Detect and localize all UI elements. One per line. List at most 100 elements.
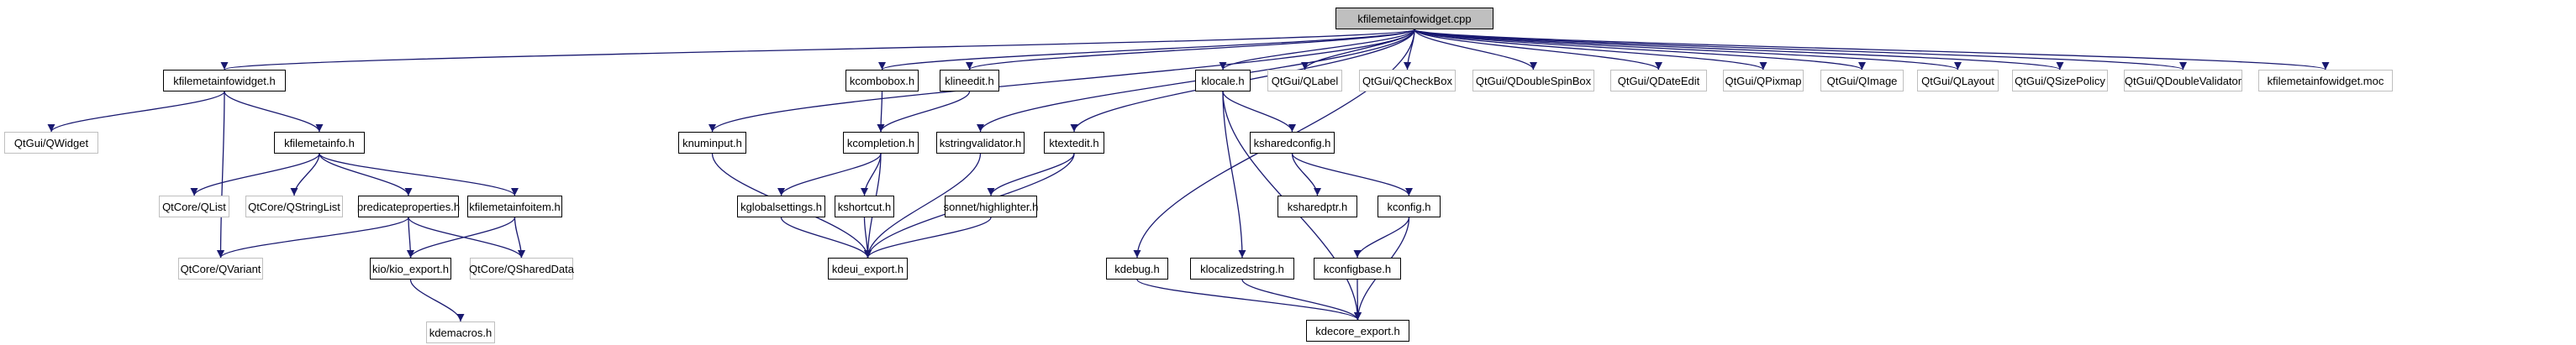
node-label: ksharedptr.h [1287, 200, 1348, 213]
node-qtgui-qlayout: QtGui/QLayout [1917, 70, 1999, 91]
node-label: kcombobox.h [849, 74, 915, 87]
edge-kfilemetainfowidget_h-to-qwidget [47, 91, 225, 133]
node-label: kshortcut.h [837, 200, 892, 213]
edge-kstringvalidator_h-to-kdeui_export_h [863, 153, 982, 259]
node-qtgui-qimage: QtGui/QImage [1820, 70, 1904, 91]
edge-root-to-kcombobox_h [878, 29, 1415, 71]
edge-root-to-moc [1414, 29, 2329, 71]
node-ktextedit-h[interactable]: ktextedit.h [1044, 132, 1104, 154]
node-label: QtCore/QList [162, 200, 226, 213]
node-klineedit-h[interactable]: klineedit.h [940, 70, 999, 91]
node-label: QtCore/QStringList [248, 200, 340, 213]
edge-kfilemetainfo_h-to-predicateproperties_h [319, 153, 413, 196]
edge-kfilemetainfowidget_h-to-qvariant [216, 91, 225, 259]
node-label: kfilemetainfo.h [284, 136, 355, 149]
node-label: kio/kio_export.h [371, 262, 450, 275]
node-ksharedconfig-h[interactable]: ksharedconfig.h [1250, 132, 1335, 154]
node-kshortcut-h[interactable]: kshortcut.h [835, 196, 894, 217]
node-qtcore-qlist: QtCore/QList [159, 196, 229, 217]
node-kcompletion-h[interactable]: kcompletion.h [843, 132, 919, 154]
node-label: QtGui/QLayout [1921, 74, 1994, 87]
node-label: sonnet/highlighter.h [943, 200, 1039, 213]
node-label: klineedit.h [945, 74, 994, 87]
node-label: kconfigbase.h [1323, 262, 1392, 275]
node-kdemacros-h: kdemacros.h [426, 321, 495, 343]
edge-root-to-knuminput_h [709, 29, 1415, 133]
edge-kfilemetainfo_h-to-kfilemetainfoitem_h [319, 153, 519, 196]
node-kfilemetainfoitem-h[interactable]: kfilemetainfoitem.h [467, 196, 562, 217]
edge-kfilemetainfo_h-to-qstringlist [290, 153, 320, 196]
node-ksharedptr-h[interactable]: ksharedptr.h [1277, 196, 1357, 217]
edge-kfilemetainfoitem_h-to-kio_export_h [407, 217, 516, 259]
edge-klocalizedstring_h-to-kdecore_export_h [1241, 279, 1362, 321]
edge-root-to-klocale_h [1219, 29, 1415, 71]
node-qtgui-qsizepolicy: QtGui/QSizePolicy [2012, 70, 2108, 91]
node-kfilemetainfowidget-h[interactable]: kfilemetainfowidget.h [163, 70, 286, 91]
edge-kcombobox_h-to-kcompletion_h [877, 91, 885, 133]
edge-klocale_h-to-klocalizedstring_h [1222, 91, 1246, 259]
node-label: QtGui/QLabel [1271, 74, 1339, 87]
edge-kglobalsettings_h-to-kdeui_export_h [780, 217, 872, 259]
edge-kcompletion_h-to-kglobalsettings_h [777, 153, 882, 196]
edge-root-to-klineedit_h [966, 29, 1415, 71]
edge-root-to-kfilemetainfowidget_h [221, 29, 1415, 71]
node-label: kfilemetainfoitem.h [469, 200, 561, 213]
edge-kconfig_h-to-kconfigbase_h [1353, 217, 1410, 259]
edge-root-to-qdoublevalidator [1414, 29, 2187, 71]
node-label: kfilemetainfowidget.h [173, 74, 276, 87]
edge-ktextedit_h-to-highlighter_h [987, 153, 1075, 196]
edge-root-to-qlabel [1301, 29, 1415, 71]
node-kglobalsettings-h[interactable]: kglobalsettings.h [737, 196, 825, 217]
node-label: klocale.h [1201, 74, 1245, 87]
node-klocalizedstring-h[interactable]: klocalizedstring.h [1190, 258, 1294, 280]
node-label: kdeui_export.h [831, 262, 904, 275]
edge-kdebug_h-to-kdecore_export_h [1136, 279, 1362, 321]
node-label: kfilemetainfowidget.moc [2267, 74, 2384, 87]
node-kcombobox-h[interactable]: kcombobox.h [845, 70, 919, 91]
node-sonnet-highlighter-h[interactable]: sonnet/highlighter.h [943, 196, 1039, 217]
node-label: kdemacros.h [429, 326, 493, 339]
edge-root-to-qsizepolicy [1414, 29, 2064, 71]
node-knuminput-h[interactable]: knuminput.h [678, 132, 746, 154]
edge-kcompletion_h-to-kshortcut_h [860, 153, 882, 196]
node-label: QtGui/QCheckBox [1362, 74, 1452, 87]
node-qtgui-qdateedit: QtGui/QDateEdit [1610, 70, 1707, 91]
node-label: QtCore/QVariant [180, 262, 261, 275]
node-qtcore-qshareddata: QtCore/QSharedData [469, 258, 575, 280]
node-label: klocalizedstring.h [1200, 262, 1284, 275]
node-kio-export-h[interactable]: kio/kio_export.h [370, 258, 451, 280]
node-predicateproperties-h[interactable]: predicateproperties.h [357, 196, 460, 217]
node-label: kdecore_export.h [1315, 324, 1400, 337]
edge-ksharedconfig_h-to-kconfig_h [1291, 153, 1413, 196]
edge-kfilemetainfo_h-to-qlist [190, 153, 320, 196]
node-label: kdebug.h [1114, 262, 1160, 275]
node-label: kglobalsettings.h [740, 200, 822, 213]
node-label: QtCore/QSharedData [469, 262, 575, 275]
node-kfilemetainfo-h[interactable]: kfilemetainfo.h [274, 132, 365, 154]
node-kstringvalidator-h[interactable]: kstringvalidator.h [936, 132, 1025, 154]
edge-kfilemetainfowidget_h-to-kfilemetainfo_h [224, 91, 324, 133]
node-kdeui-export-h[interactable]: kdeui_export.h [828, 258, 908, 280]
edge-highlighter_h-to-kdeui_export_h [864, 217, 992, 259]
node-label: QtGui/QImage [1826, 74, 1898, 87]
edge-root-to-qcheckbox [1403, 29, 1415, 71]
node-kdecore-export-h[interactable]: kdecore_export.h [1306, 320, 1409, 342]
node-label: QtGui/QSizePolicy [2015, 74, 2105, 87]
node-qtgui-qwidget: QtGui/QWidget [4, 132, 98, 154]
node-kdebug-h[interactable]: kdebug.h [1106, 258, 1168, 280]
node-label: kcompletion.h [846, 136, 915, 149]
edge-kio_export_h-to-kdemacros_h [409, 279, 465, 322]
node-qtgui-qpixmap: QtGui/QPixmap [1723, 70, 1804, 91]
node-kconfigbase-h[interactable]: kconfigbase.h [1314, 258, 1401, 280]
node-qtgui-qdoublespinbox: QtGui/QDoubleSpinBox [1472, 70, 1594, 91]
node-klocale-h[interactable]: klocale.h [1195, 70, 1251, 91]
edge-predicateproperties_h-to-qshareddata [408, 217, 525, 259]
edge-root-to-qdateedit [1414, 29, 1662, 71]
node-kconfig-h[interactable]: kconfig.h [1378, 196, 1441, 217]
node-label: knuminput.h [682, 136, 742, 149]
node-kfilemetainfowidget-moc: kfilemetainfowidget.moc [2258, 70, 2393, 91]
edge-root-to-qpixmap [1414, 29, 1767, 71]
edge-root-to-qlayout [1414, 29, 1962, 71]
